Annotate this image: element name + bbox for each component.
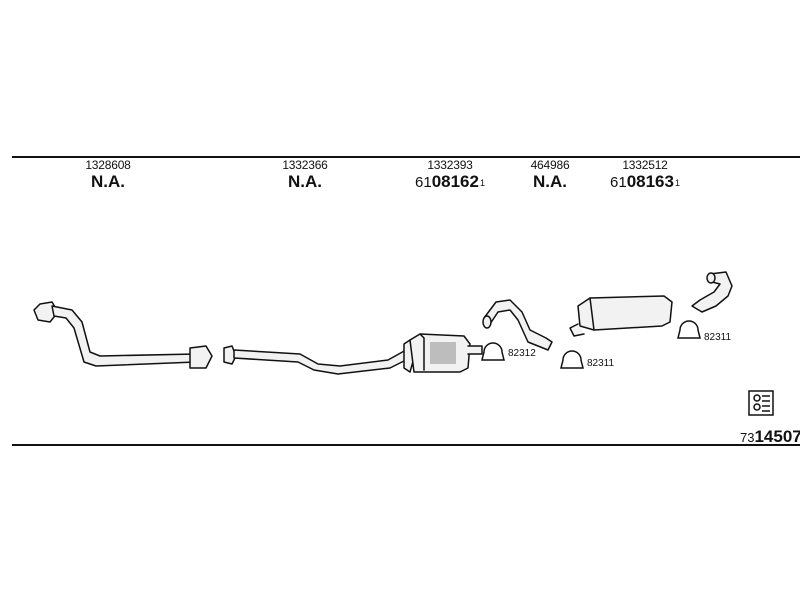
not-available-label: N.A. [287, 172, 322, 191]
clamp-label-82311-mid: 82311 [587, 358, 615, 369]
tail-pipe [691, 271, 733, 313]
column-connecting-pipe: 464986 N.A. [531, 158, 570, 192]
kit-box-icon [748, 390, 774, 416]
column-middle-pipe: 1332366 N.A. [282, 158, 328, 192]
oe-number: 1332393 [427, 158, 473, 172]
middle-pipe [223, 345, 411, 375]
kit-number: 7314507 [740, 427, 800, 446]
column-rear-silencer: 1332512 61081631 [610, 158, 680, 193]
oe-number: 1332512 [622, 158, 668, 172]
bottom-divider [12, 444, 800, 446]
clamp-label-82311-right: 82311 [704, 332, 732, 343]
front-pipe [33, 301, 213, 369]
column-front-pipe: 1328608 N.A. [85, 158, 131, 192]
part-number: 61081621 [415, 172, 485, 191]
oe-number: 1328608 [85, 158, 131, 172]
not-available-label: N.A. [90, 172, 125, 191]
column-middle-silencer: 1332393 61081621 [415, 158, 485, 193]
clamp-82312 [481, 342, 505, 361]
clamp-label-82312: 82312 [508, 348, 536, 359]
clamps [481, 320, 701, 369]
connecting-pipe [482, 299, 553, 351]
oe-number: 464986 [530, 158, 570, 172]
middle-silencer [403, 333, 483, 373]
oe-number: 1332366 [282, 158, 328, 172]
not-available-label: N.A. [533, 172, 567, 191]
rear-silencer [569, 295, 673, 337]
top-divider [12, 156, 800, 158]
part-number: 61081631 [610, 172, 680, 191]
clamp-82311-right [677, 320, 701, 339]
clamp-82311-mid [560, 350, 584, 369]
